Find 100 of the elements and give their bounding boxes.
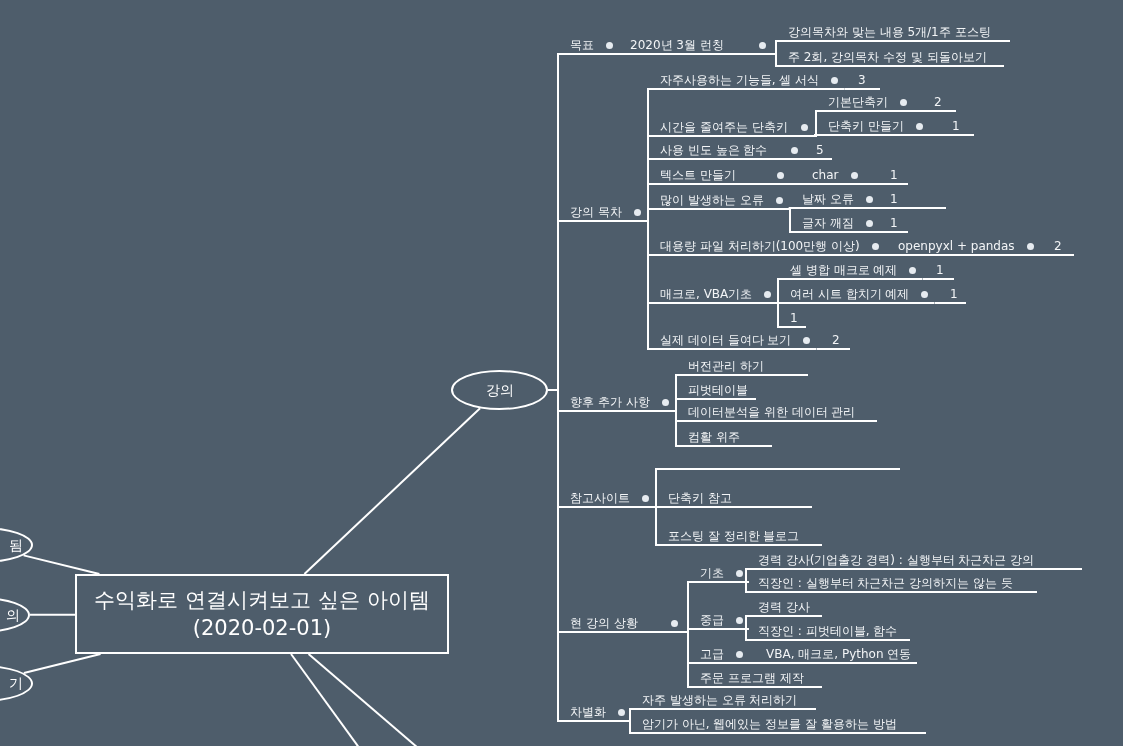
branch-line <box>547 389 565 722</box>
branch-line <box>877 231 885 233</box>
topic-text: 암기가 아닌, 웹에있는 정보를 잘 활용하는 방법 <box>642 718 897 730</box>
topic-text: 기 <box>9 674 23 693</box>
branch-line <box>654 468 663 508</box>
topic-text: 참고사이트 <box>570 492 630 504</box>
branch-line <box>771 53 783 67</box>
topic-text: 자주사용하는 기능들, 셀 서식 <box>660 74 820 86</box>
topic-text: 3 <box>858 74 866 86</box>
topic-text: 자주 발생하는 오류 처리하기 <box>642 694 798 706</box>
branch-line <box>843 88 853 90</box>
topic-text: 5 <box>816 144 824 156</box>
branch-line <box>912 110 929 112</box>
topic-text: 2 <box>832 334 840 346</box>
branch-line <box>927 134 947 136</box>
topic-text: 글자 깨짐 <box>802 217 854 229</box>
branch-line <box>776 302 785 328</box>
topic-text: 단축키 만들기 <box>828 120 904 132</box>
topic-text: 향후 추가 사항 <box>570 396 650 408</box>
branch-line <box>745 581 753 593</box>
branch-line <box>303 407 482 575</box>
branch-line <box>883 254 893 256</box>
topic-text: 기본단축키 <box>828 96 888 108</box>
topic-text: 경력 강사(기업출강 경력) : 실행부터 차근차근 강의 <box>758 554 1035 566</box>
topic-text: 의 <box>6 605 20 625</box>
topic-text: 셀 병합 매크로 예제 <box>790 264 898 276</box>
topic-text: 컴활 위주 <box>688 431 740 443</box>
topic-text: 1 <box>890 217 898 229</box>
topic-text: 주문 프로그램 제작 <box>700 672 804 684</box>
topic-text: 사용 빈도 높은 함수 <box>660 144 768 156</box>
branch-line <box>654 506 663 508</box>
topic-text: 직장인 : 실행부터 차근차근 강의하지는 않는 듯 <box>758 577 1013 589</box>
topic-text: 강의 <box>485 380 514 400</box>
topic-text: 텍스트 만들기 <box>660 169 736 181</box>
branch-line <box>645 208 655 222</box>
branch-line <box>629 708 637 722</box>
branch-line <box>789 183 807 185</box>
topic-text: 1 <box>936 264 944 276</box>
topic-text: 차별화 <box>570 706 606 718</box>
topic-text: openpyxl + pandas <box>898 240 1015 252</box>
topic-text: 2020년 3월 런칭 <box>630 39 724 51</box>
branch-line <box>673 410 683 447</box>
topic-text: 수익화로 연결시켜보고 싶은 아이템(2020-02-01) <box>93 586 431 642</box>
branch-line <box>673 398 683 412</box>
branch-line <box>745 615 753 630</box>
topic-text: 경력 강사 <box>758 601 810 613</box>
branch-line <box>787 208 797 233</box>
branch-line <box>803 158 811 160</box>
topic-text: 2 <box>1054 240 1062 252</box>
branch-line <box>933 302 945 304</box>
topic-text: 1 <box>890 193 898 205</box>
topic-text: 버전관리 하기 <box>688 360 764 372</box>
topic-text: 목표 <box>570 39 594 51</box>
topic-text: 1 <box>950 288 958 300</box>
topic-text: 실제 데이터 들여다 보기 <box>660 334 792 346</box>
topic-text: 데이터분석을 위한 데이터 관리 <box>688 406 856 418</box>
topic-text: 됨 <box>9 535 23 555</box>
topic-text: 중급 <box>700 614 724 626</box>
branch-line <box>813 134 823 136</box>
branch-line <box>29 613 76 616</box>
topic-text: 2 <box>934 96 942 108</box>
topic-text: VBA, 매크로, Python 연동 <box>766 648 912 660</box>
topic-text: 피벗테이블 <box>688 384 748 396</box>
topic-text: 강의목차와 맞는 내용 5개/1주 포스팅 <box>788 26 991 38</box>
topic-text: 포스팅 잘 정리한 블로그 <box>668 530 800 542</box>
topic-text: char <box>812 169 839 181</box>
branch-line <box>787 207 797 209</box>
topic-text: 고급 <box>700 648 724 660</box>
topic-text: 주 2회, 강의목차 수정 및 되돌아보기 <box>788 51 987 63</box>
topic-text: 1 <box>952 120 960 132</box>
branch-line <box>776 278 785 304</box>
topic-text: 시간을 줄여주는 단축키 <box>660 121 788 133</box>
topic-text: 직장인 : 피벗테이블, 함수 <box>758 625 898 637</box>
branch-line <box>776 302 785 304</box>
topic-ellipse <box>451 370 548 410</box>
branch-line <box>645 220 655 350</box>
branch-line <box>683 631 695 688</box>
branch-line <box>877 207 885 209</box>
branch-line <box>654 506 663 546</box>
topic-text: 1 <box>790 312 798 324</box>
branch-line <box>745 628 753 641</box>
empty-branch-line <box>662 467 900 470</box>
topic-text: 강의 목차 <box>570 206 622 218</box>
branch-line <box>1038 254 1049 256</box>
branch-line <box>748 662 761 664</box>
branch-line <box>813 110 823 137</box>
topic-text: 현 강의 상황 <box>570 617 638 629</box>
branch-line <box>22 554 101 575</box>
branch-line <box>745 568 753 583</box>
topic-text: 기초 <box>700 567 724 579</box>
topic-text: 날짜 오류 <box>802 193 854 205</box>
topic-text: 1 <box>890 169 898 181</box>
branch-line <box>629 720 637 734</box>
central-topic-box <box>75 574 449 654</box>
topic-text: 대용량 파일 처리하기(100만행 이상) <box>660 240 860 252</box>
topic-text: 매크로, VBA기초 <box>660 288 753 300</box>
branch-line <box>815 348 827 350</box>
branch-line <box>22 653 102 674</box>
branch-line <box>921 278 931 280</box>
topic-text: 여러 시트 합치기 예제 <box>790 288 910 300</box>
